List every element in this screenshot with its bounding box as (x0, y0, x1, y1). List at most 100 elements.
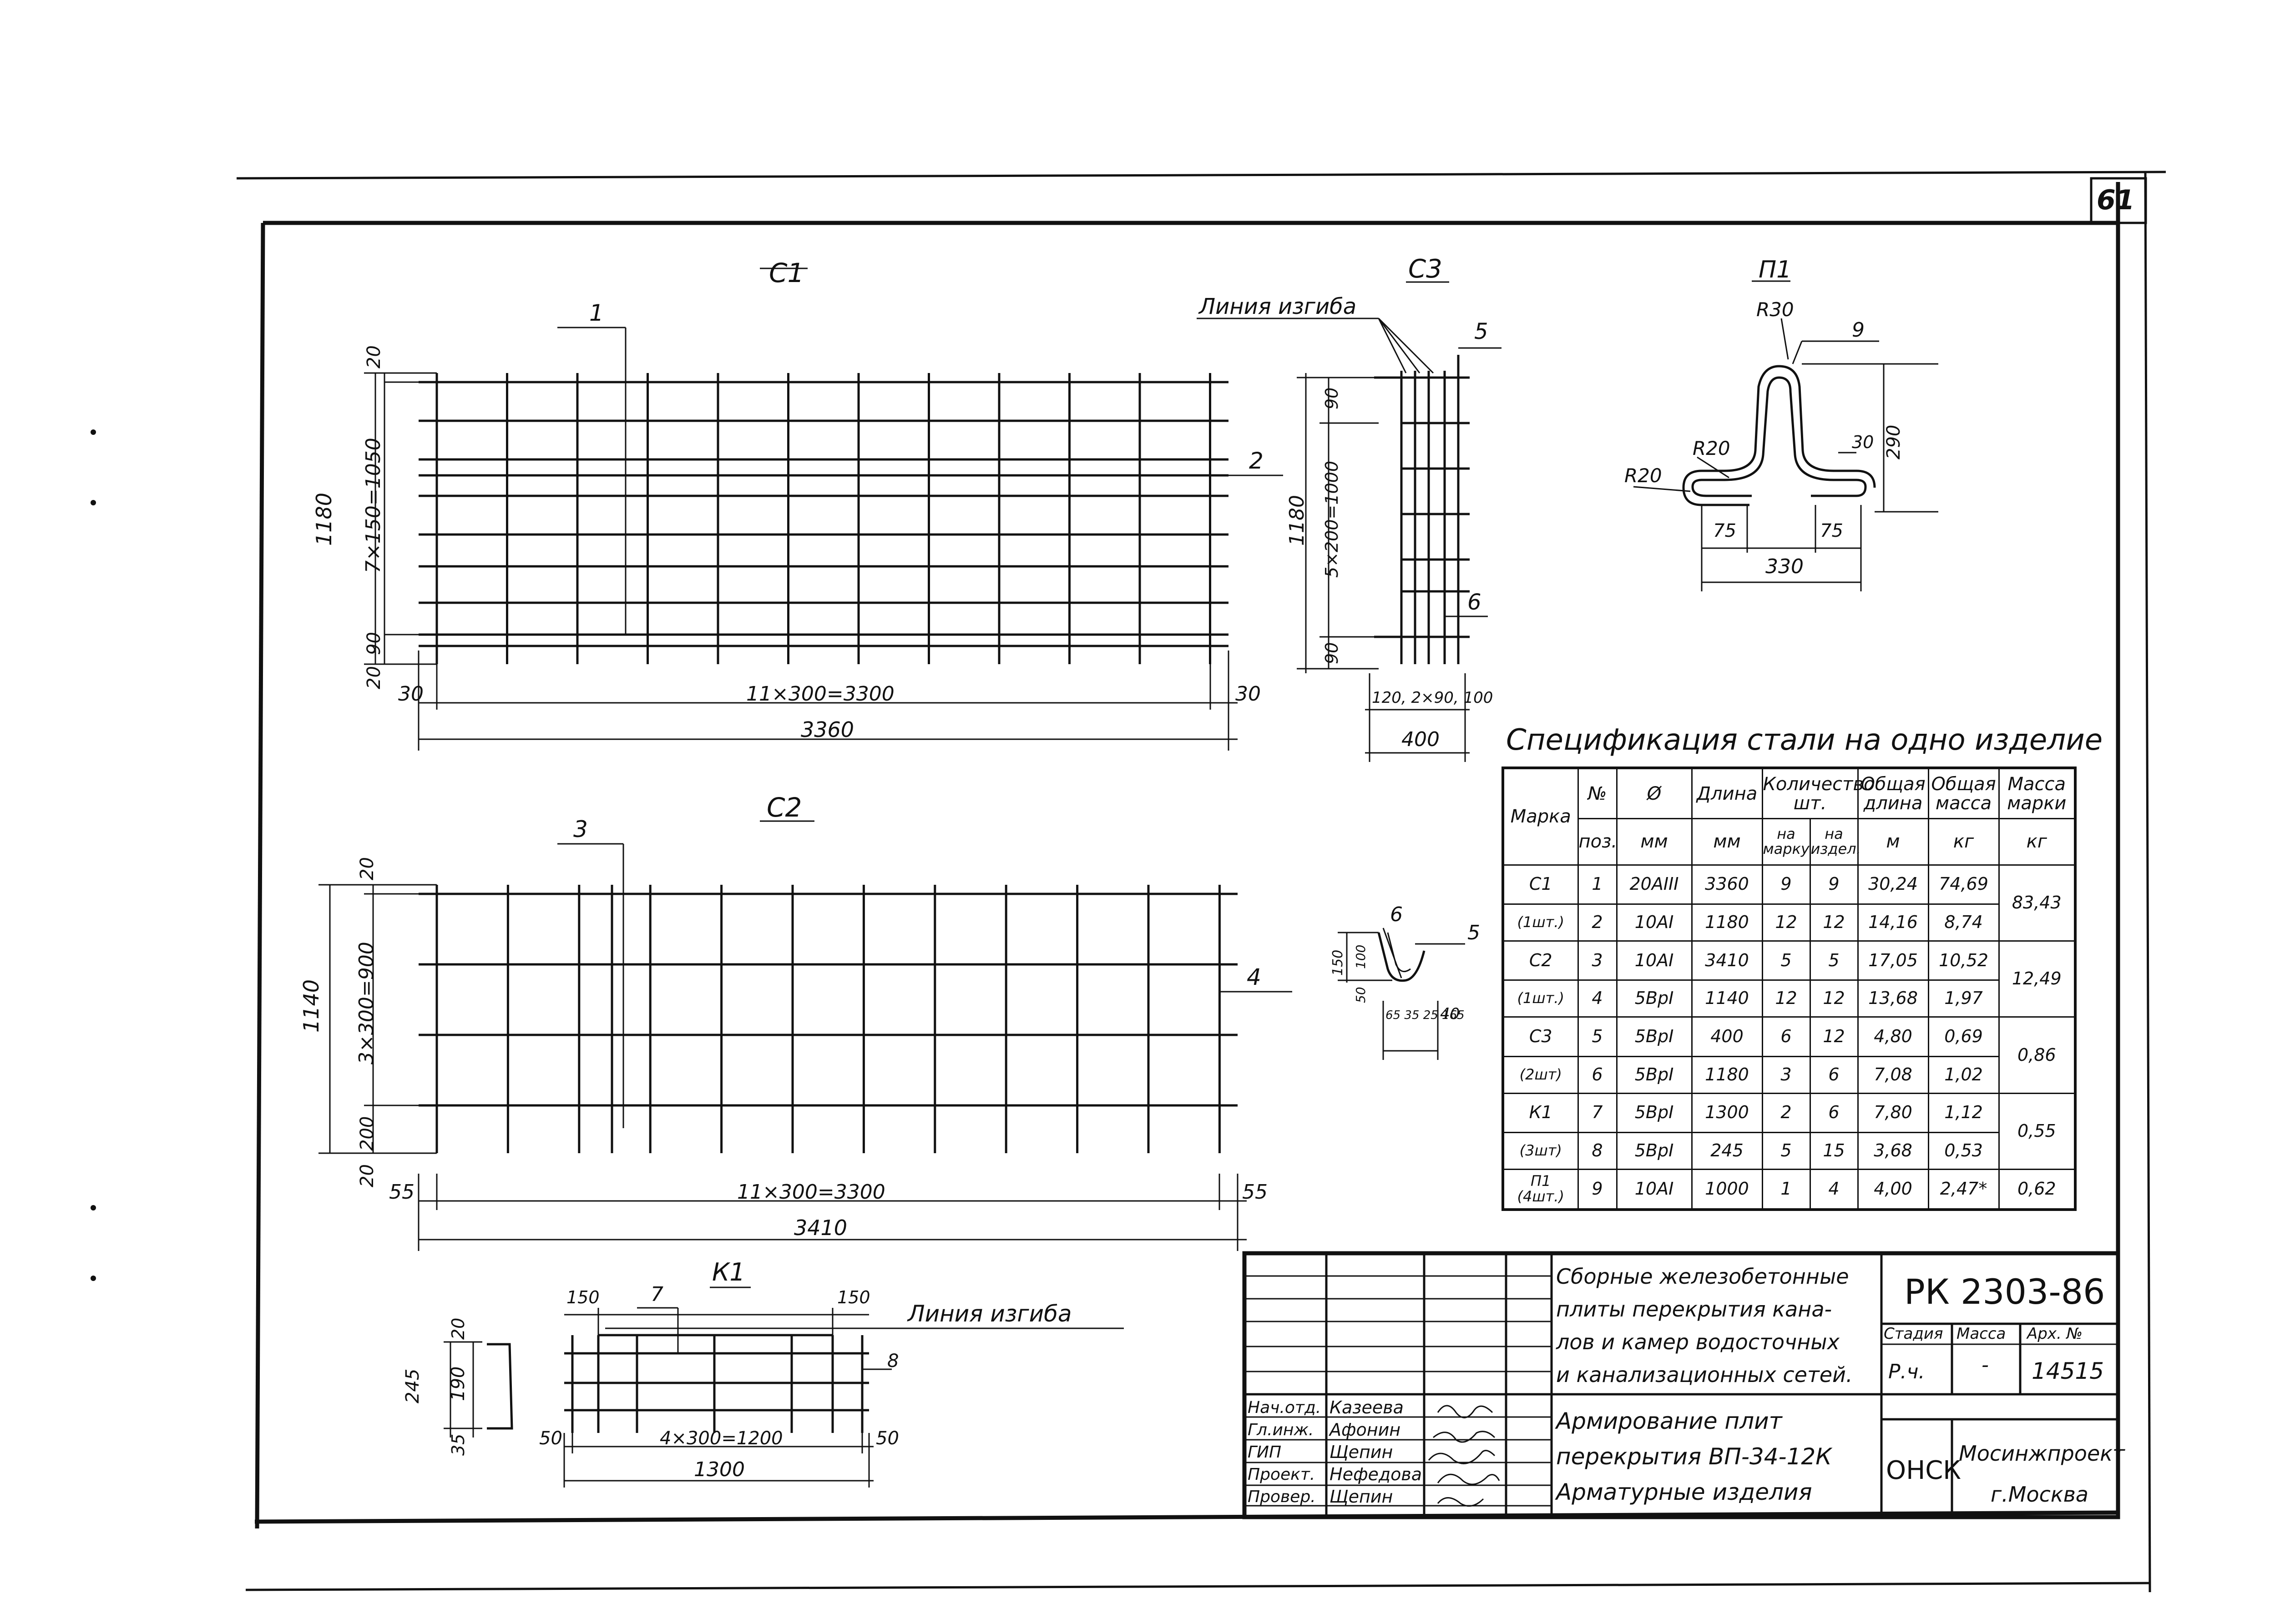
spec-header-qty-mark: на марку (1761, 818, 1811, 866)
c3-dim-v-mid: 5×200=1000 (1322, 461, 1342, 578)
spec-tot-len: 7,08 (1857, 1055, 1929, 1094)
spec-len: 1180 (1691, 1055, 1763, 1094)
spec-tot-mass: 74,69 (1927, 864, 2000, 905)
spec-header-tot-len: Общая длина (1857, 767, 1929, 820)
sheet-title-line: Арматурные изделия (1556, 1479, 1812, 1505)
c2-dim-v-low: 200 (357, 1116, 378, 1151)
k1-dim-mid: 4×300=1200 (660, 1428, 783, 1449)
k1-dim-50a: 50 (539, 1428, 562, 1449)
spec-header-mark: Марка (1502, 767, 1579, 866)
spec-header-mark-mass-unit: кг (1998, 818, 2076, 866)
k1-dim-190: 190 (448, 1367, 469, 1401)
signer-name: Афонин (1330, 1420, 1401, 1440)
spec-pos: 1 (1577, 864, 1618, 905)
k1-pos-a: 7 (651, 1283, 663, 1306)
signers-roles: Нач.отд. Гл.инж. ГИП Проект. Провер. (1248, 1397, 1321, 1508)
signer-role: Провер. (1248, 1488, 1316, 1506)
k1-dim-35: 35 (448, 1434, 468, 1456)
signer-name: Нефедова (1330, 1464, 1422, 1484)
spec-header-len: Длина (1691, 767, 1763, 820)
p1-bracket: П1 R30 9 R20 R20 30 290 75 75 330 (1624, 256, 1938, 591)
p1-dim-330: 330 (1765, 555, 1804, 578)
spec-dia: 5ВрI (1616, 1092, 1693, 1133)
c2-pos-b: 4 (1247, 964, 1261, 990)
spec-header-mark-mass: Масса марки (1998, 767, 2076, 820)
spec-title: Спецификация стали на одно изделие (1506, 723, 2103, 757)
spec-table: Марка № Ø Длина Количество шт. Общая дли… (1502, 767, 2077, 1211)
p1-pos: 9 (1852, 318, 1865, 342)
spec-header-tot-mass: Общая масса (1927, 767, 2000, 820)
spec-qty-item: 9 (1809, 864, 1859, 905)
spec-tot-mass: 1,97 (1927, 979, 2000, 1018)
spec-tot-len: 7,80 (1857, 1092, 1929, 1133)
spec-header-len-unit: мм (1691, 818, 1763, 866)
spec-len: 1000 (1691, 1169, 1763, 1210)
spec-header-qty: Количество шт. (1761, 767, 1875, 820)
spec-tot-len: 4,00 (1857, 1169, 1929, 1210)
c1-dim-v-low: 90 (364, 632, 384, 655)
spec-qty-item: 6 (1809, 1055, 1859, 1094)
project-title-line: плиты перекрытия кана- (1556, 1297, 1832, 1321)
c2-mesh: С2 3 4 1140 20 3×300=900 200 20 55 11×30… (299, 792, 1292, 1251)
spec-mark-mass: 0,55 (1998, 1092, 2076, 1170)
spec-pos: 7 (1577, 1092, 1618, 1133)
spec-pos: 3 (1577, 940, 1618, 981)
p1-dim-290: 290 (1883, 425, 1904, 459)
spec-mark: П1(4шт.) (1502, 1169, 1579, 1210)
spec-header-pos: поз. (1577, 818, 1618, 866)
spec-tot-len: 14,16 (1857, 903, 1929, 942)
spec-tot-len: 13,68 (1857, 979, 1929, 1018)
signer-role: Проект. (1248, 1465, 1315, 1484)
spec-qty-mark: 6 (1761, 1016, 1811, 1057)
c3-pos-a: 5 (1474, 319, 1488, 344)
table-row: (1шт.) 4 5ВрI 1140 12 12 13,68 1,97 (1502, 979, 2075, 1018)
k1-d150b: 150 (837, 1287, 870, 1307)
spec-mark: С3 (1502, 1016, 1579, 1057)
project-title-line: Сборные железобетонные (1556, 1264, 1849, 1289)
p1-dim-75b: 75 (1820, 520, 1843, 541)
spec-mark: С1 (1502, 864, 1579, 905)
p1-r-top: R30 (1756, 298, 1794, 321)
p1-r-left: R20 (1624, 464, 1662, 487)
spec-len: 3410 (1691, 940, 1763, 981)
spec-qty-item: 6 (1809, 1092, 1859, 1133)
table-row: С1 1 20АIII 3360 9 9 30,24 74,69 83,43 (1502, 864, 2076, 942)
spec-mark-code: П1 (1531, 1172, 1551, 1190)
spec-dia: 10АI (1616, 1169, 1693, 1210)
spec-qty-item: 12 (1809, 979, 1859, 1018)
k1-title: К1 (712, 1258, 745, 1286)
spec-mark-mass: 0,86 (1998, 1016, 2076, 1094)
c1-pos-b: 2 (1249, 448, 1264, 474)
spec-mark-mass: 83,43 (1998, 864, 2076, 942)
signer-role: ГИП (1248, 1443, 1282, 1462)
project-title-line: лов и камер водосточных (1556, 1330, 1840, 1354)
arch-value: 14515 (2032, 1358, 2104, 1384)
sheet-title: Армирование плит перекрытия ВП-34-12К Ар… (1556, 1403, 1832, 1510)
spec-tot-mass: 8,74 (1927, 903, 2000, 942)
c3-bend-line: Линия изгиба (1198, 294, 1356, 319)
k1-dim-20: 20 (448, 1318, 468, 1340)
table-row: К1 7 5ВрI 1300 2 6 7,80 1,12 0,55 (1502, 1092, 2076, 1170)
signature-1 (1437, 1405, 1493, 1418)
spec-tot-len: 3,68 (1857, 1131, 1929, 1170)
signer-role: Нач.отд. (1248, 1398, 1321, 1417)
c1-title: С1 (769, 257, 804, 288)
p1-title: П1 (1759, 256, 1791, 283)
spec-qty-item: 4 (1809, 1169, 1859, 1210)
org-line: г.Москва (1991, 1482, 2088, 1507)
c3-detail-d100: 100 (1353, 945, 1368, 969)
spec-mark-mass: 12,49 (1998, 940, 2076, 1018)
spec-count: (1шт.) (1502, 903, 1579, 942)
org-short: ОНСК (1886, 1456, 1962, 1485)
signer-name: Щепин (1330, 1442, 1393, 1462)
spec-header-dia-unit: мм (1616, 818, 1693, 866)
spec-len: 245 (1691, 1131, 1763, 1170)
c3-pos-b: 6 (1467, 590, 1481, 615)
c2-dim-h-left: 55 (389, 1180, 415, 1204)
spec-header-tot-len-unit: м (1857, 818, 1929, 866)
spec-dia: 5ВрI (1616, 1055, 1693, 1094)
spec-len: 1180 (1691, 903, 1763, 942)
signer-name: Щепин (1330, 1487, 1393, 1507)
c2-dim-h-total: 3410 (794, 1215, 847, 1240)
page-number: 61 (2097, 184, 2135, 216)
